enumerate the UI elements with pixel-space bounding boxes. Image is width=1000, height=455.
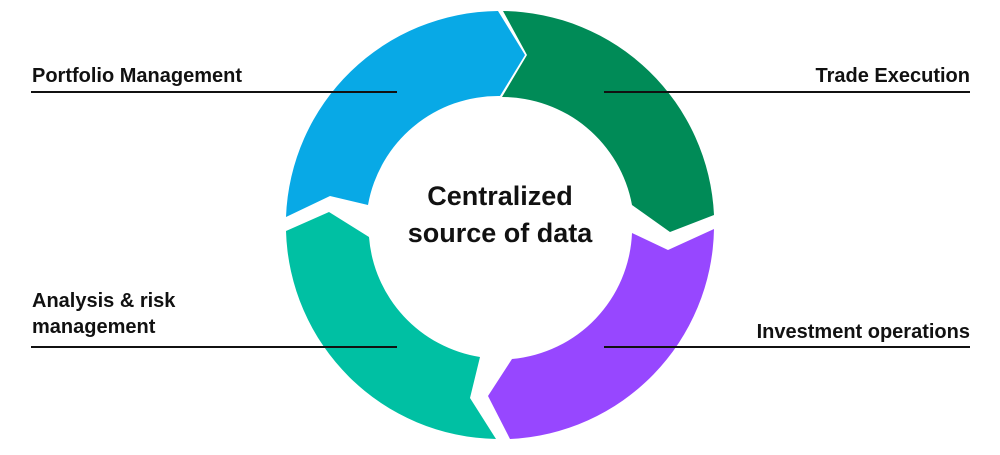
center-label-line2: source of data bbox=[407, 218, 593, 248]
center-label-line1: Centralized bbox=[427, 181, 573, 211]
label-investment-operations-text: Investment operations bbox=[756, 321, 970, 343]
label-trade-execution: Trade Execution bbox=[816, 63, 971, 89]
segment-investment-operations bbox=[488, 229, 714, 439]
label-investment-operations: Investment operations bbox=[757, 319, 970, 345]
segment-portfolio-management bbox=[286, 11, 525, 217]
label-analysis-risk-management-line1: Analysis & risk bbox=[32, 290, 176, 312]
label-portfolio-management-text: Portfolio Management bbox=[32, 65, 243, 87]
segment-analysis-risk-management bbox=[286, 212, 496, 439]
label-portfolio-management: Portfolio Management bbox=[32, 63, 242, 89]
label-analysis-risk-management-line2: management bbox=[32, 316, 156, 338]
label-analysis-risk-management: Analysis & risk management bbox=[32, 288, 175, 340]
segment-trade-execution bbox=[502, 11, 714, 232]
label-trade-execution-text: Trade Execution bbox=[815, 65, 971, 87]
center-label: Centralized source of data bbox=[380, 178, 620, 252]
